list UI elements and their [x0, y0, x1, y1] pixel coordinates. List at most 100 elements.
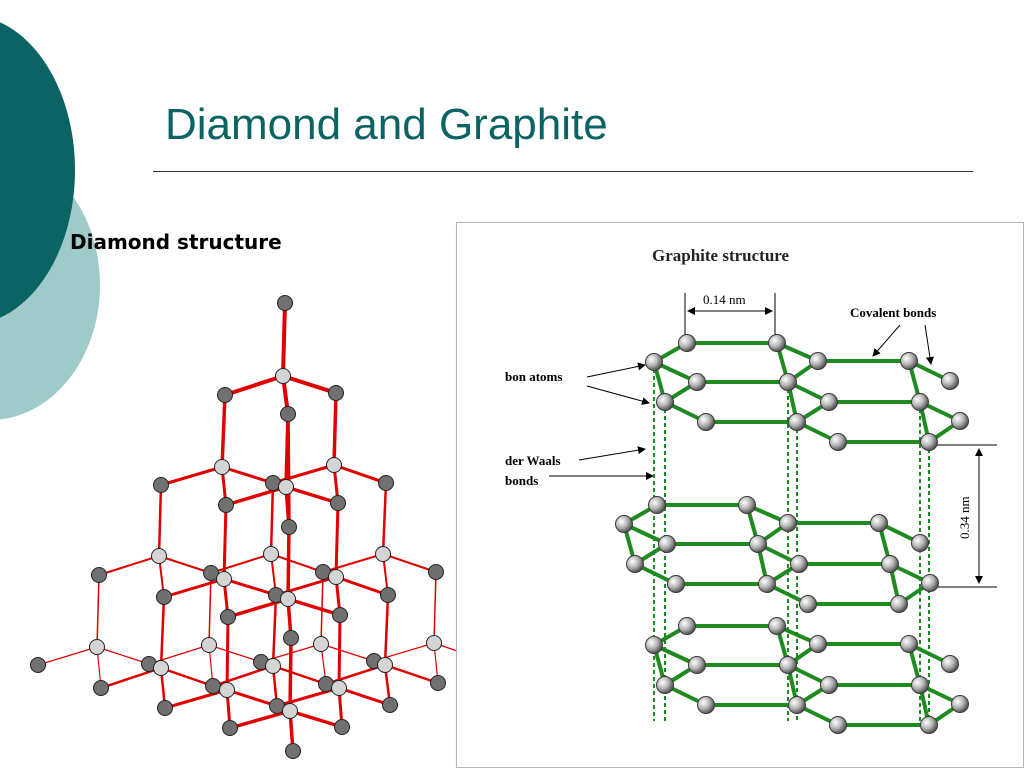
graphite-carbon-atom	[688, 373, 706, 391]
diamond-carbon-atom	[380, 587, 396, 603]
diamond-bond	[381, 481, 388, 556]
diamond-bond	[228, 709, 292, 730]
carbon-atoms-label: bon atoms	[505, 369, 562, 384]
diamond-carbon-atom	[428, 564, 444, 580]
graphite-carbon-atom	[738, 496, 756, 514]
diamond-bond	[383, 663, 440, 685]
diamond-carbon-atom	[151, 548, 167, 564]
title-underline	[153, 171, 973, 172]
diamond-carbon-atom	[426, 635, 442, 651]
diamond-carbon-atom	[280, 406, 296, 422]
diamond-bond	[157, 483, 163, 558]
diamond-bond	[159, 666, 215, 688]
diamond-carbon-atom	[93, 680, 109, 696]
graphite-carbon-atom	[645, 353, 663, 371]
diamond-carbon-atom	[281, 519, 297, 535]
diamond-bond	[322, 553, 384, 573]
diamond-bond	[208, 644, 262, 663]
diamond-carbon-atom	[280, 591, 296, 607]
diamond-bond	[98, 555, 160, 576]
graphite-carbon-atom	[809, 352, 827, 370]
graphite-carbon-atom	[697, 696, 715, 714]
diamond-carbon-atom	[378, 475, 394, 491]
graphite-carbon-atom	[788, 696, 806, 714]
diamond-carbon-atom	[328, 385, 344, 401]
diamond-carbon-atom	[382, 697, 398, 713]
diamond-bond	[332, 391, 338, 467]
graphite-carbon-atom	[941, 372, 959, 390]
diamond-carbon-atom	[377, 657, 393, 673]
diamond-bond	[96, 646, 150, 665]
layer-gap-label: 0.34 nm	[957, 496, 972, 539]
graphite-carbon-atom	[870, 514, 888, 532]
graphite-carbon-atom	[648, 496, 666, 514]
diamond-bond	[286, 597, 342, 617]
graphite-carbon-atom	[920, 716, 938, 734]
graphite-carbon-atom	[900, 635, 918, 653]
graphite-carbon-atom	[799, 595, 817, 613]
graphite-carbon-atom	[788, 413, 806, 431]
diamond-bond	[281, 374, 338, 395]
graphite-carbon-atom	[829, 716, 847, 734]
graphite-carbon-atom	[656, 676, 674, 694]
diamond-carbon-atom	[220, 609, 236, 625]
diamond-carbon-atom	[214, 459, 230, 475]
diamond-bond	[382, 553, 437, 573]
diamond-carbon-atom	[30, 657, 46, 673]
diamond-carbon-atom	[203, 565, 219, 581]
graphite-carbon-atom	[941, 655, 959, 673]
diamond-carbon-atom	[330, 495, 346, 511]
diamond-bond	[332, 463, 388, 485]
diamond-bond	[433, 571, 437, 644]
graphite-structure-diagram: Graphite structure 0.14 nm Covalent bond…	[505, 246, 997, 734]
graphite-carbon-atom	[658, 535, 676, 553]
graphite-carbon-atom	[768, 334, 786, 352]
diamond-carbon-atom	[275, 368, 291, 384]
diamond-bond	[320, 643, 375, 662]
diamond-bond	[163, 688, 229, 710]
graphite-carbon-atom	[779, 656, 797, 674]
graphite-carbon-atom	[688, 656, 706, 674]
diamond-carbon-atom	[156, 589, 172, 605]
slide-title: Diamond and Graphite	[165, 100, 608, 149]
graphite-carbon-atom	[890, 595, 908, 613]
covalent-arrow-2	[924, 324, 934, 365]
diamond-bond	[96, 574, 100, 648]
graphite-carbon-atom	[656, 393, 674, 411]
diamond-carbon-atom	[265, 658, 281, 674]
diamond-carbon-atom	[326, 457, 342, 473]
diamond-carbon-atom	[219, 682, 235, 698]
graphite-carbon-atom	[820, 393, 838, 411]
graphite-carbon-atom	[900, 352, 918, 370]
diamond-carbon-atom	[313, 636, 329, 652]
diamond-bond	[284, 485, 340, 505]
diamond-bond	[269, 481, 275, 556]
diamond-carbon-atom	[217, 387, 233, 403]
diamond-carbon-atom	[430, 675, 446, 691]
atoms-arrow-2	[586, 385, 650, 406]
graphite-structure-panel: Graphite structure 0.14 nm Covalent bond…	[456, 222, 1024, 768]
vdw-arrow-1	[578, 446, 646, 461]
diamond-carbon-atom	[334, 719, 350, 735]
graphite-carbon-atom	[697, 413, 715, 431]
graphite-carbon-atom	[881, 555, 899, 573]
diamond-bond	[158, 555, 212, 574]
atoms-arrow-1	[586, 362, 646, 378]
graphite-carbon-atom	[951, 695, 969, 713]
diamond-carbon-atom	[91, 567, 107, 583]
diamond-carbon-atom	[89, 639, 105, 655]
diamond-carbon-atom	[278, 479, 294, 495]
diamond-carbon-atom	[277, 295, 293, 311]
diamond-carbon-atom	[285, 743, 301, 759]
diamond-bond	[222, 503, 228, 581]
diamond-bond	[37, 646, 98, 666]
diamond-carbon-atom	[328, 569, 344, 585]
diamond-caption: Diamond structure	[70, 230, 282, 254]
diamond-carbon-atom	[375, 546, 391, 562]
graphite-carbon-atom	[678, 334, 696, 352]
diamond-bond	[337, 686, 392, 707]
graphite-carbon-atom	[911, 534, 929, 552]
diamond-carbon-atom	[218, 497, 234, 513]
diamond-bond	[222, 577, 278, 597]
covalent-arrow-1	[872, 324, 901, 357]
